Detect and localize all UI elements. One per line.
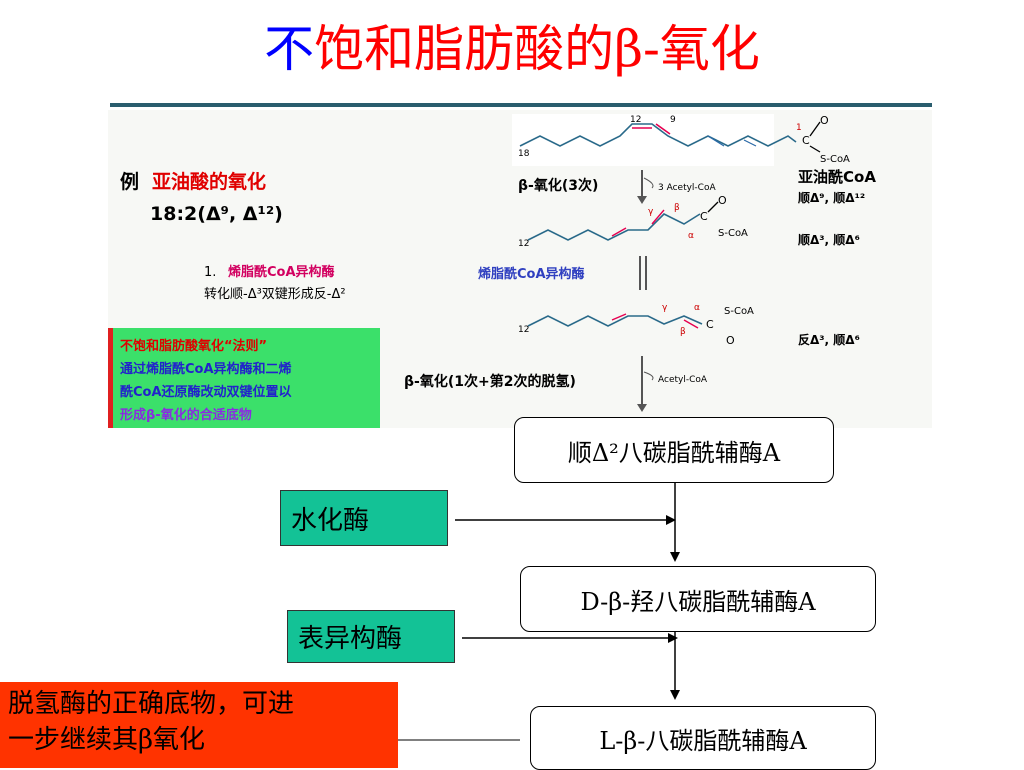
low-carbon-12: 12 (518, 325, 529, 335)
carbonyl-o: O (820, 114, 829, 127)
mid-carbonyl-c: C (700, 210, 708, 223)
reaction-figure: 例 亚油酸的氧化 18:2(Δ⁹, Δ¹²) 1. 烯脂酰CoA异构酶 转化顺-… (108, 114, 876, 428)
mid-carbonyl-o: O (718, 194, 727, 207)
rule-heading: 不饱和脂肪酸氧化“法则” (120, 338, 267, 354)
acetyl-3: 3 Acetyl-CoA (658, 183, 716, 193)
page-title: 不饱和脂肪酸的β-氧化 (0, 22, 1024, 77)
scoa-top: S-CoA (820, 154, 850, 165)
epimerase-label: 表异构酶 (287, 610, 455, 663)
rule-line1: 通过烯脂酰CoA异构酶和二烯 (120, 361, 292, 377)
carbonyl-c: C (802, 134, 810, 147)
hydratase-arrow-head (666, 515, 676, 525)
flow-arrow-head (670, 690, 680, 700)
low-gamma: γ (662, 303, 668, 313)
mid-double-bond (611, 227, 627, 237)
rule-line2: 酰CoA还原酶改动双键位置以 (120, 384, 292, 400)
mid-alpha: α (688, 231, 694, 241)
low-carbonyl-c: C (706, 318, 714, 331)
co-bond (809, 121, 821, 137)
cs-bond (809, 145, 821, 153)
double-bond-9 (655, 123, 671, 135)
title-divider (110, 103, 932, 107)
dehydrogenase-note: 脱氢酶的正确底物，可进 一步继续其β氧化 (0, 682, 398, 768)
carbon-18: 18 (518, 149, 530, 159)
mid-bonds: 顺Δ³, 顺Δ⁶ (798, 232, 860, 247)
beta-ox-next: β-氧化(1次+第2次的脱氢) (404, 373, 576, 390)
step1-desc: 转化顺-Δ³双键形成反-Δ² (204, 287, 346, 302)
arrow-branch (643, 371, 654, 381)
acetyl-1: Acetyl-CoA (658, 375, 708, 385)
l-beta-octanoyl-coa-box: L-β-八碳脂酰辅酶A (530, 706, 876, 770)
epimerase-arrow-head (668, 633, 678, 643)
note-line1: 脱氢酶的正确底物，可进 (8, 689, 295, 719)
d-beta-hydroxyoctanoyl-coa-box: D-β-羟八碳脂酰辅酶A (520, 566, 876, 632)
linoleoyl-chain (519, 123, 797, 147)
mid-double-bond (651, 209, 665, 225)
cleavage-mark (707, 135, 725, 147)
example-formula: 18:2(Δ⁹, Δ¹²) (150, 203, 283, 225)
mid-gamma: γ (648, 207, 654, 217)
low-double-bond (683, 319, 699, 329)
scoa-mid: S-CoA (718, 228, 748, 239)
carbon-1: 1 (796, 123, 802, 133)
hydratase-label: 水化酶 (280, 490, 448, 546)
example-title: 亚油酸的氧化 (152, 170, 266, 193)
reaction-panel: 例 亚油酸的氧化 18:2(Δ⁹, Δ¹²) 1. 烯脂酰CoA异构酶 转化顺-… (108, 110, 932, 428)
step1-number: 1. (204, 265, 216, 280)
title-part-red: 饱和脂肪酸的β-氧化 (314, 20, 760, 78)
scoa-low: S-CoA (724, 306, 754, 317)
note-line2: 一步继续其β氧化 (8, 725, 206, 755)
low-beta: β (680, 327, 686, 337)
beta-ox-3: β-氧化(3次) (518, 177, 598, 194)
linoleoyl-label: 亚油酰CoA (798, 168, 876, 186)
mid-carbon-12: 12 (518, 239, 529, 249)
low-double-bond (611, 313, 627, 321)
linoleoyl-bonds: 顺Δ⁹, 顺Δ¹² (798, 190, 865, 205)
low-carbonyl-o: O (726, 334, 735, 347)
carbon-9: 9 (670, 115, 676, 125)
rule-box (110, 328, 380, 428)
low-bonds: 反Δ³, 顺Δ⁶ (798, 332, 860, 347)
isomerase-mid-label: 烯脂酰CoA异构酶 (478, 266, 585, 282)
cleavage-mark (743, 139, 757, 147)
mid-co-bond (707, 201, 719, 213)
arrow-head (637, 404, 647, 412)
step1-enzyme: 烯脂酰CoA异构酶 (228, 264, 335, 280)
rule-line3: 形成β-氧化的合适底物 (120, 407, 252, 423)
title-part-blue: 不 (264, 20, 315, 78)
linoleoyl-structure-bg (512, 114, 774, 166)
arrow-head (637, 196, 647, 204)
low-chain (527, 315, 703, 327)
arrow-branch (643, 177, 654, 189)
cis-delta2-octanoyl-coa-box: 顺Δ²八碳脂酰辅酶A (514, 417, 834, 483)
carbon-12: 12 (630, 115, 641, 125)
low-alpha: α (694, 303, 700, 313)
flow-arrow-head (670, 552, 680, 562)
mid-chain (527, 213, 701, 241)
example-prefix: 例 (120, 170, 139, 193)
mid-beta: β (674, 203, 680, 213)
rule-box-edge (108, 328, 113, 428)
